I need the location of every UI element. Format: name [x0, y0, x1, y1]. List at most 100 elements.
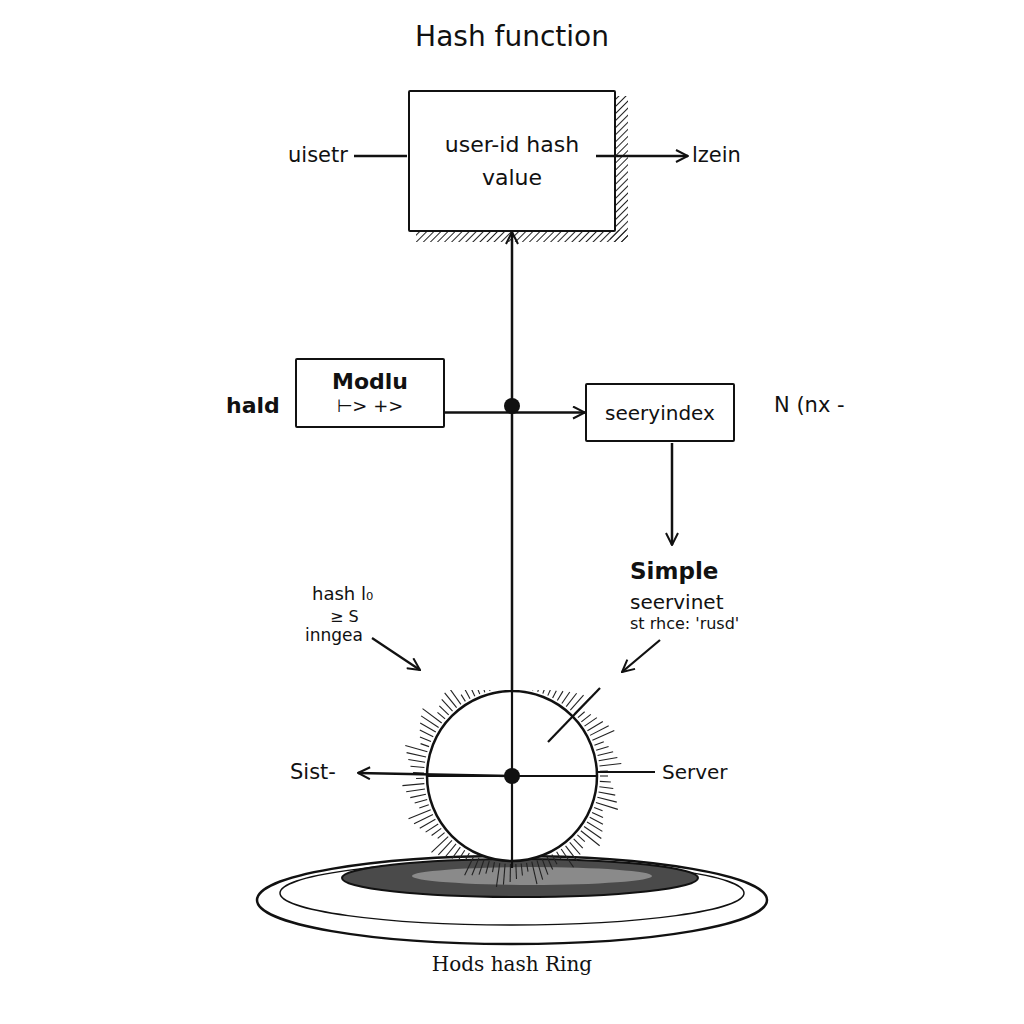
note-label: seervinet [630, 590, 723, 614]
ray-hatch [432, 828, 442, 835]
ray-hatch [448, 690, 461, 704]
ray-hatch [574, 698, 590, 714]
connector-arrow [445, 411, 585, 414]
ray-hatch [538, 690, 543, 692]
ray-hatch [553, 691, 557, 698]
ray-hatch [421, 744, 429, 747]
ray-hatch [561, 849, 573, 867]
process-box: user-id hash value [408, 90, 616, 232]
ray-hatch [562, 692, 570, 704]
ray-hatch [557, 691, 563, 700]
ray-hatch [496, 863, 499, 887]
note-label: uisetr [288, 143, 348, 167]
ray-hatch [484, 690, 490, 691]
ray-hatch [437, 712, 445, 718]
ray-hatch [410, 766, 424, 767]
note-label: Simple [630, 558, 718, 584]
ray-hatch [402, 784, 424, 786]
note-label: hash l₀ [312, 583, 373, 604]
ray-hatch [537, 860, 543, 879]
ring-outline [250, 690, 774, 990]
ray-hatch [596, 802, 618, 809]
node-text: Modlu [332, 369, 408, 395]
ray-hatch [486, 861, 489, 874]
note-label: inngea [305, 625, 363, 645]
ray-hatch [407, 753, 427, 757]
ray-hatch [472, 858, 479, 876]
ray-hatch [584, 826, 601, 838]
ray-hatch [532, 862, 537, 884]
ray-hatch [438, 840, 452, 855]
ray-hatch [542, 859, 548, 875]
ray-hatch [461, 695, 465, 702]
note-label: Sist- [290, 760, 336, 784]
ray-hatch [408, 760, 425, 763]
ray-hatch [492, 862, 494, 872]
ring-axis [511, 691, 513, 868]
ray-hatch [521, 864, 522, 876]
ray-hatch [419, 805, 428, 808]
ray-hatch [515, 864, 517, 879]
ray-hatch [409, 810, 431, 819]
leader-arrow [622, 640, 660, 672]
ray-hatch [438, 833, 445, 839]
ray-hatch [421, 716, 439, 728]
ray-hatch [431, 837, 448, 853]
ray-hatch [420, 819, 436, 828]
ray-hatch [527, 863, 528, 872]
ray-hatch [416, 778, 424, 779]
ray-hatch [577, 835, 584, 842]
ray-hatch [413, 772, 424, 773]
ray-hatch [581, 831, 600, 846]
ray-hatch [574, 839, 583, 848]
ray-hatch [423, 709, 442, 723]
ray-hatch [578, 712, 585, 718]
ray-hatch [581, 714, 590, 721]
ray-hatch [590, 817, 603, 824]
ray-hatch [469, 690, 475, 696]
ray-hatch [415, 800, 428, 803]
ray-hatch [594, 742, 603, 746]
ray-hatch [592, 812, 603, 817]
ray-hatch [503, 864, 505, 885]
ray-hatch [547, 857, 553, 870]
ray-hatch [587, 721, 602, 730]
leader-arrow [372, 638, 420, 670]
ray-hatch [557, 852, 561, 859]
note-label: ≥ S [330, 607, 359, 626]
ray-hatch [465, 690, 470, 699]
ray-hatch [406, 789, 425, 792]
ray-hatch [479, 690, 485, 692]
node-symbols: ⊢> +> [337, 395, 404, 417]
ray-hatch [410, 794, 426, 797]
node-text: seeryindex [605, 401, 715, 425]
note-label: st rhce: 'rusd' [630, 614, 739, 633]
index-box: seeryindex [585, 383, 735, 442]
diagram-title: Hash function [0, 20, 1024, 53]
ray-hatch [570, 695, 583, 710]
down-arrow [671, 443, 674, 545]
ray-hatch [452, 847, 460, 858]
ray-hatch [552, 854, 557, 864]
node-text: user-id hash value [445, 128, 580, 194]
ray-hatch [594, 808, 602, 811]
ray-hatch [585, 718, 597, 726]
ring-caption: Hods hash Ring [250, 952, 774, 976]
note-label: Server [662, 760, 728, 784]
junction-dot [504, 398, 520, 414]
connector-arrow [511, 232, 514, 690]
note-label: lzein [692, 143, 741, 167]
ray-hatch [598, 752, 614, 756]
ray-hatch [465, 853, 469, 860]
ray-hatch [596, 746, 608, 750]
ray-hatch [439, 706, 448, 715]
plate-shadow [342, 859, 698, 897]
ray-hatch [420, 730, 433, 737]
plate-ellipse [257, 856, 767, 944]
ray-hatch [592, 730, 614, 740]
note-label: hald [226, 393, 280, 418]
ray-hatch [597, 797, 616, 802]
ray-hatch [459, 850, 465, 859]
ray-hatch [405, 745, 427, 751]
